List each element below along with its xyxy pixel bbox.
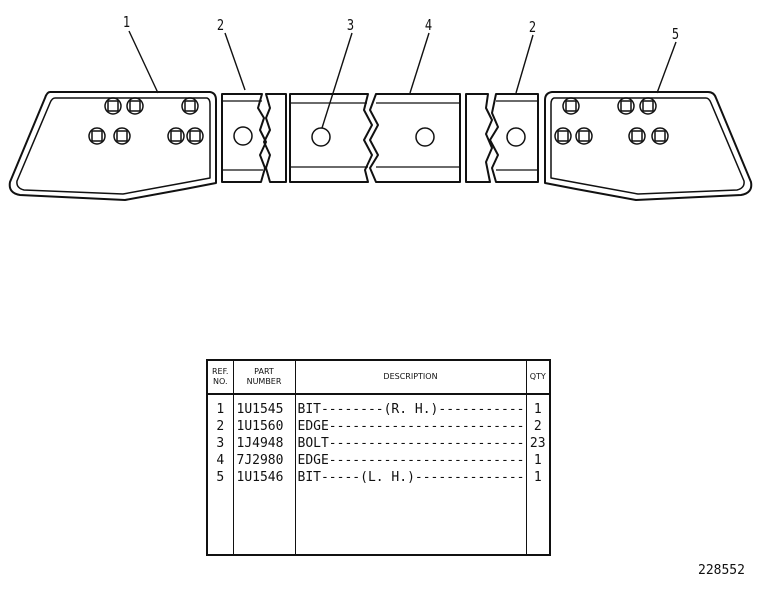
bolt-hole-icon bbox=[415, 127, 435, 147]
edge-strip-right bbox=[465, 93, 493, 183]
bolt-hole-icon bbox=[506, 127, 526, 147]
ref-cell: 1 bbox=[207, 394, 234, 418]
table-row: 5 1U1546 BIT-----(L. H.)----------------… bbox=[207, 469, 550, 486]
leader-lines bbox=[128, 30, 677, 129]
ref-cell: 5 bbox=[207, 469, 234, 486]
ref-no-header: REF.NO. bbox=[207, 360, 234, 395]
description-cell: BOLT------------------------------ bbox=[295, 435, 527, 452]
bolt-icon bbox=[167, 127, 185, 145]
part-number-cell: 1U1545 bbox=[233, 394, 296, 418]
bolt-icon bbox=[104, 97, 122, 115]
bolt-icon bbox=[575, 127, 593, 145]
callout-2: 2 bbox=[216, 16, 225, 34]
table-filler-row bbox=[207, 486, 550, 555]
description-header: DESCRIPTION bbox=[295, 360, 527, 395]
qty-cell: 2 bbox=[533, 419, 542, 434]
bolt-hole-icon bbox=[311, 127, 331, 147]
bolt-icon bbox=[651, 127, 669, 145]
bolt-icon bbox=[554, 127, 572, 145]
qty-cell: 1 bbox=[533, 453, 542, 468]
qty-cell: 1 bbox=[533, 470, 542, 485]
bolt-icon bbox=[617, 97, 635, 115]
edge-strip bbox=[263, 93, 287, 183]
bolt-icon bbox=[181, 97, 199, 115]
table-row: 1 1U1545 BIT--------(R. H.)-------------… bbox=[207, 394, 550, 418]
bolt-icon bbox=[186, 127, 204, 145]
bolt-icon bbox=[88, 127, 106, 145]
callout-1: 1 bbox=[122, 13, 131, 31]
bolt-icon bbox=[628, 127, 646, 145]
callout-4: 4 bbox=[424, 16, 433, 34]
description-cell: EDGE------------------------------ bbox=[295, 452, 527, 469]
bolt-hole-icon bbox=[233, 126, 253, 146]
qty-header: QTY bbox=[526, 360, 550, 395]
table-row: 2 1U1560 EDGE---------------------------… bbox=[207, 418, 550, 435]
bolt-icon bbox=[639, 97, 657, 115]
part-number-cell: 1J4948 bbox=[233, 435, 296, 452]
ref-cell: 3 bbox=[207, 435, 234, 452]
bolt-icon bbox=[126, 97, 144, 115]
bolt-holes bbox=[88, 97, 669, 147]
callout-5: 5 bbox=[671, 25, 680, 43]
callout-2-right: 2 bbox=[528, 18, 537, 36]
ref-cell: 2 bbox=[207, 418, 234, 435]
callout-3: 3 bbox=[346, 16, 355, 34]
bolt-icon bbox=[113, 127, 131, 145]
part-number-cell: 7J2980 bbox=[233, 452, 296, 469]
edge-right bbox=[489, 93, 539, 183]
edge-center bbox=[289, 93, 461, 183]
qty-cell: 1 bbox=[533, 402, 542, 417]
table-row: 4 7J2980 EDGE---------------------------… bbox=[207, 452, 550, 469]
description-cell: BIT-----(L. H.)------------------ bbox=[295, 469, 527, 486]
bit-rh bbox=[8, 91, 217, 201]
description-cell: EDGE------------------------------ bbox=[295, 418, 527, 435]
qty-cell: 23 bbox=[529, 436, 546, 451]
ref-cell: 4 bbox=[207, 452, 234, 469]
bit-lh bbox=[544, 91, 753, 201]
part-number-cell: 1U1546 bbox=[233, 469, 296, 486]
exploded-parts-drawing bbox=[8, 30, 753, 201]
table-row: 3 1J4948 BOLT---------------------------… bbox=[207, 435, 550, 452]
description-cell: BIT--------(R. H.)---------------- bbox=[295, 394, 527, 418]
part-number-cell: 1U1560 bbox=[233, 418, 296, 435]
drawing-number: 228552 bbox=[698, 563, 745, 578]
edge-left bbox=[221, 93, 267, 183]
bolt-icon bbox=[562, 97, 580, 115]
